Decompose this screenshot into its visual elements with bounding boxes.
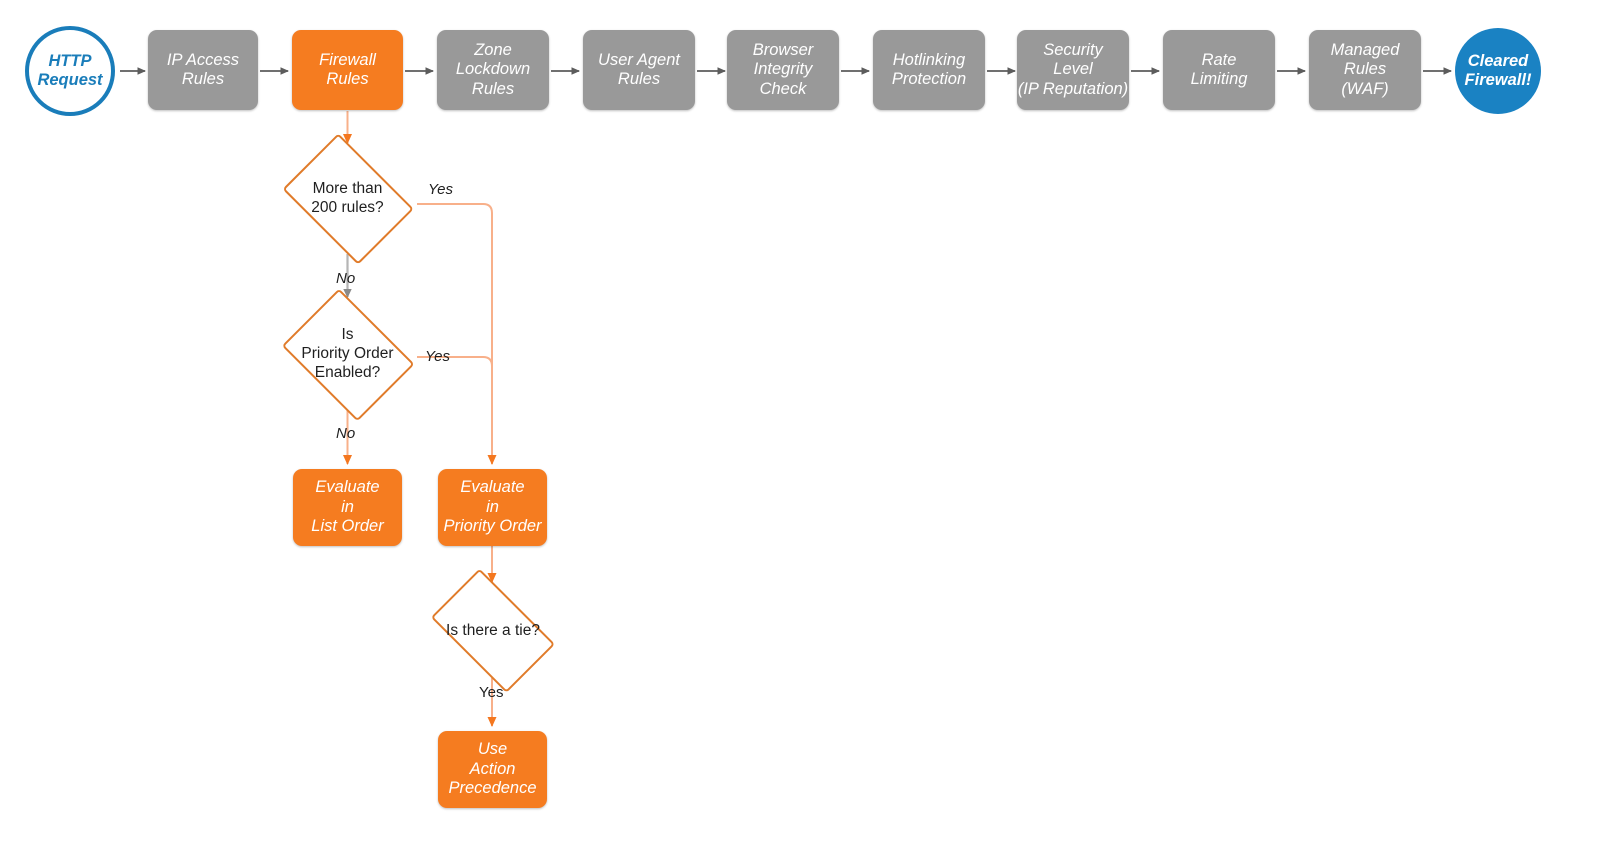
node-label: Evaluate in Priority Order xyxy=(443,478,542,536)
node-decision-is-there-a-tie[interactable]: Is there a tie? xyxy=(417,568,569,694)
node-browser-integrity-check[interactable]: Browser Integrity Check xyxy=(727,30,839,110)
node-label: Managed Rules (WAF) xyxy=(1330,40,1400,98)
node-managed-rules-waf[interactable]: Managed Rules (WAF) xyxy=(1309,30,1421,110)
node-label: Use Action Precedence xyxy=(448,740,537,798)
edge-label-yes-priority-enabled: Yes xyxy=(425,348,451,365)
node-firewall-rules[interactable]: Firewall Rules xyxy=(292,30,403,110)
node-label: Is Priority Order Enabled? xyxy=(301,326,394,381)
node-cleared-firewall[interactable]: Cleared Firewall! xyxy=(1455,28,1541,114)
edge-label-yes-more-than-200: Yes xyxy=(428,181,454,198)
node-label: More than 200 rules? xyxy=(311,180,384,216)
node-decision-priority-order-enabled[interactable]: Is Priority Order Enabled? xyxy=(272,288,423,421)
node-http-request[interactable]: HTTP Request xyxy=(25,26,115,116)
node-rate-limiting[interactable]: Rate Limiting xyxy=(1163,30,1275,110)
node-label: Hotlinking Protection xyxy=(891,50,967,88)
node-label: Cleared Firewall! xyxy=(1464,51,1532,89)
node-use-action-precedence[interactable]: Use Action Precedence xyxy=(438,731,547,808)
node-user-agent-rules[interactable]: User Agent Rules xyxy=(583,30,695,110)
node-label: Rate Limiting xyxy=(1190,50,1248,88)
node-zone-lockdown-rules[interactable]: Zone Lockdown Rules xyxy=(437,30,549,110)
node-hotlinking-protection[interactable]: Hotlinking Protection xyxy=(873,30,985,110)
node-label: User Agent Rules xyxy=(598,50,680,88)
node-security-level[interactable]: Security Level (IP Reputation) xyxy=(1017,30,1129,110)
node-evaluate-in-list-order[interactable]: Evaluate in List Order xyxy=(293,469,402,546)
node-label: Browser Integrity Check xyxy=(752,40,814,98)
node-label: Firewall Rules xyxy=(319,50,376,88)
node-decision-more-than-200-rules[interactable]: More than 200 rules? xyxy=(272,133,423,265)
node-label: HTTP Request xyxy=(37,51,103,89)
node-evaluate-in-priority-order[interactable]: Evaluate in Priority Order xyxy=(438,469,547,546)
edge-label-no-more-than-200: No xyxy=(336,270,356,287)
node-label: Evaluate in List Order xyxy=(311,478,384,536)
node-ip-access-rules[interactable]: IP Access Rules xyxy=(148,30,258,110)
node-label: IP Access Rules xyxy=(166,50,240,88)
node-label: Is there a tie? xyxy=(446,621,540,639)
edge-label-no-priority-enabled: No xyxy=(336,425,356,442)
edge-label-yes-tie: Yes xyxy=(479,684,504,701)
node-label: Zone Lockdown Rules xyxy=(455,40,531,98)
node-label: Security Level (IP Reputation) xyxy=(1017,40,1129,98)
